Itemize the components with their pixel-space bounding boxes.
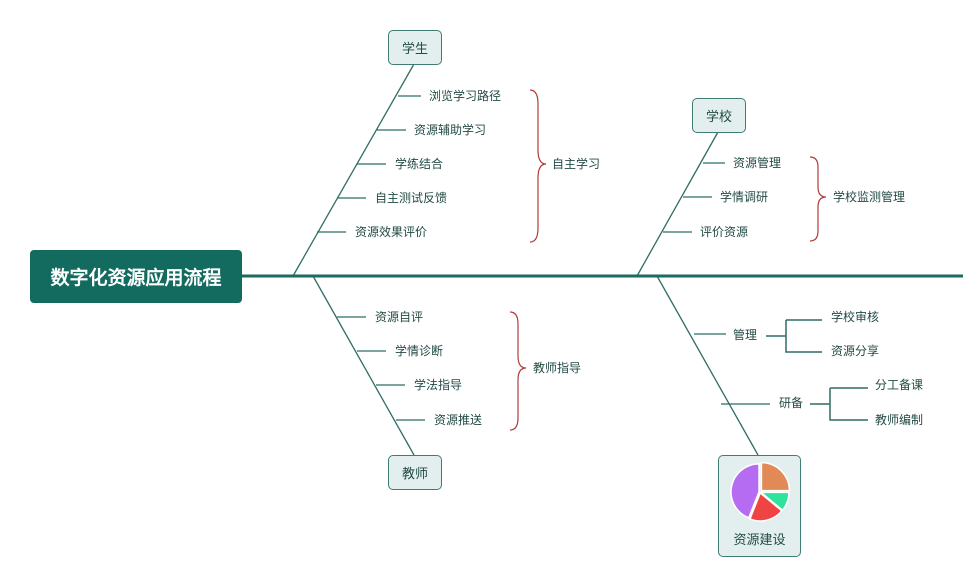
school-node[interactable]: 学校 <box>692 98 746 133</box>
student-item: 浏览学习路径 <box>429 89 502 103</box>
resource-subitem: 学校审核 <box>831 310 880 324</box>
student-item: 资源辅助学习 <box>414 123 487 137</box>
student-item: 资源效果评价 <box>355 225 428 239</box>
resource-node[interactable]: 资源建设 <box>718 455 801 557</box>
pie-slice <box>730 463 760 519</box>
resource-branch-prepare: 研备 <box>779 396 804 410</box>
student-group-label: 自主学习 <box>552 157 601 171</box>
teacher-node[interactable]: 教师 <box>388 455 442 490</box>
teacher-item: 资源推送 <box>434 413 483 427</box>
diagram-title: 数字化资源应用流程 <box>30 250 242 303</box>
student-node[interactable]: 学生 <box>388 30 442 65</box>
teacher-item: 学法指导 <box>414 378 463 392</box>
resource-branch-manage: 管理 <box>733 328 758 342</box>
resource-subitem: 资源分享 <box>831 344 880 358</box>
teacher-item: 学情诊断 <box>395 344 444 358</box>
pie-slice <box>748 491 783 522</box>
teacher-item: 资源自评 <box>375 310 424 324</box>
student-item: 自主测试反馈 <box>375 191 448 205</box>
resource-node-label: 资源建设 <box>733 533 786 548</box>
pie-slice <box>760 461 791 492</box>
school-group-label: 学校监测管理 <box>833 190 906 204</box>
school-item: 评价资源 <box>700 225 749 239</box>
school-item: 学情调研 <box>720 190 769 204</box>
teacher-group-label: 教师指导 <box>533 361 582 375</box>
resource-subitem: 教师编制 <box>875 413 924 427</box>
resource-subitem: 分工备课 <box>875 378 924 392</box>
school-item: 资源管理 <box>733 156 782 170</box>
pie-slice <box>758 491 790 512</box>
student-item: 学练结合 <box>395 157 444 171</box>
pie-chart-icon <box>730 461 791 522</box>
